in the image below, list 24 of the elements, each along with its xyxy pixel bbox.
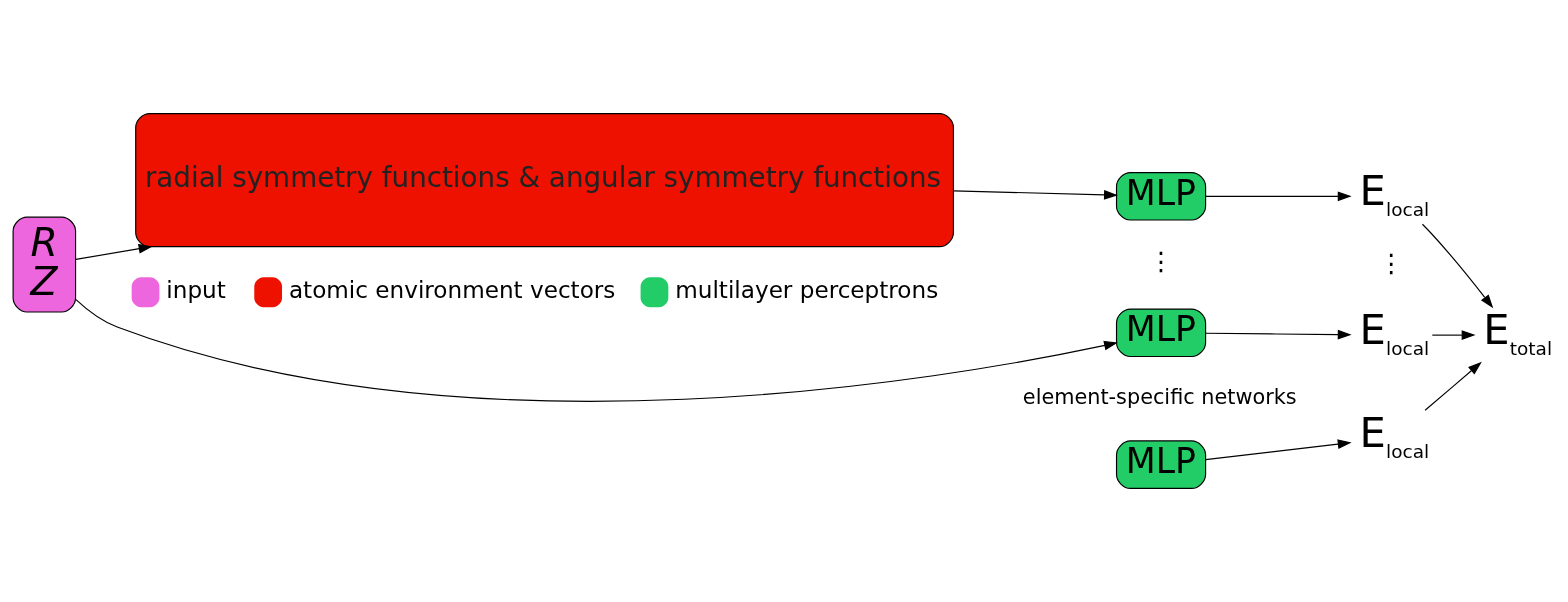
node-text: E$_{local}$ (1359, 166, 1430, 220)
arrow (1205, 329, 1352, 340)
arrow (1205, 191, 1352, 202)
node-text: E$_{total}$ (1483, 305, 1553, 359)
label: ⋮ (1148, 245, 1174, 276)
node-box: MLP (1115, 440, 1207, 489)
label: element-specific networks (1022, 384, 1297, 409)
arrow (1424, 361, 1482, 411)
arrow (75, 243, 153, 260)
legend-label: input (166, 277, 226, 304)
node-box: R Z (12, 216, 77, 313)
node-text: E$_{local}$ (1359, 408, 1430, 462)
arrow (1205, 439, 1352, 461)
node-box: radial symmetry functions & angular symmetry functions (135, 113, 955, 248)
node-box: MLP (1115, 172, 1207, 221)
node-text: E$_{local}$ (1359, 305, 1430, 359)
arrow (75, 298, 1118, 402)
node-box: MLP (1115, 308, 1207, 358)
label: ⋮ (1378, 248, 1404, 279)
arrow (1421, 223, 1494, 309)
legend-label: atomic environment vectors (288, 277, 616, 304)
arrow (1431, 330, 1476, 340)
legend-label: multilayer perceptrons (675, 277, 939, 304)
arrow (953, 190, 1118, 200)
